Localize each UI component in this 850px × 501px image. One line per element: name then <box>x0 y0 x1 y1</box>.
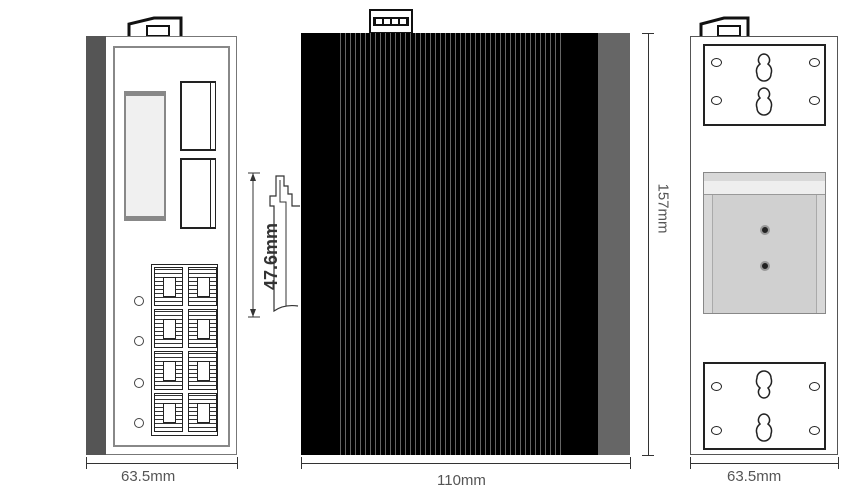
led-indicator <box>134 418 144 428</box>
back-width-dimension-line <box>690 463 838 464</box>
front-width-label: 63.5mm <box>121 468 176 485</box>
side-rear-edge <box>565 33 598 455</box>
top-clip-icon <box>127 16 183 37</box>
sfp-slot-1 <box>180 81 216 151</box>
height-dimension-line <box>648 33 649 455</box>
front-inner-border <box>113 46 230 447</box>
led-indicator <box>134 296 144 306</box>
side-width-dimension-line <box>301 463 630 464</box>
led-indicator <box>134 336 144 346</box>
keyhole-icon <box>755 53 773 82</box>
ethernet-port <box>154 309 183 348</box>
heatsink-fins <box>337 33 565 455</box>
ethernet-port <box>154 351 183 390</box>
din-rail-plate <box>703 172 826 314</box>
ethernet-port <box>188 309 217 348</box>
ethernet-port <box>154 267 183 306</box>
led-indicator <box>134 378 144 388</box>
ethernet-port-block <box>151 264 218 436</box>
display-window <box>124 91 166 221</box>
side-width-label: 110mm <box>437 472 486 489</box>
back-width-label: 63.5mm <box>727 468 782 485</box>
side-rear-panel <box>598 33 630 455</box>
terminal-connector-icon <box>369 9 413 34</box>
ethernet-port <box>188 267 217 306</box>
bottom-mount-plate <box>703 362 826 450</box>
screw-icon <box>760 225 770 235</box>
din-clip-icon <box>248 172 300 318</box>
front-width-dimension-line <box>86 463 237 464</box>
ethernet-port <box>188 351 217 390</box>
ethernet-port <box>188 393 217 432</box>
screw-icon <box>760 261 770 271</box>
keyhole-icon <box>755 370 773 399</box>
din-clip-height-label: 47.6mm <box>261 222 282 291</box>
height-label: 157mm <box>654 183 672 234</box>
keyhole-icon <box>755 413 773 442</box>
top-clip-icon <box>699 16 750 37</box>
top-mount-plate <box>703 44 826 126</box>
ethernet-port <box>154 393 183 432</box>
front-side-strip <box>86 36 106 455</box>
side-front-edge <box>301 33 337 455</box>
keyhole-icon <box>755 87 773 116</box>
sfp-slot-2 <box>180 158 216 229</box>
